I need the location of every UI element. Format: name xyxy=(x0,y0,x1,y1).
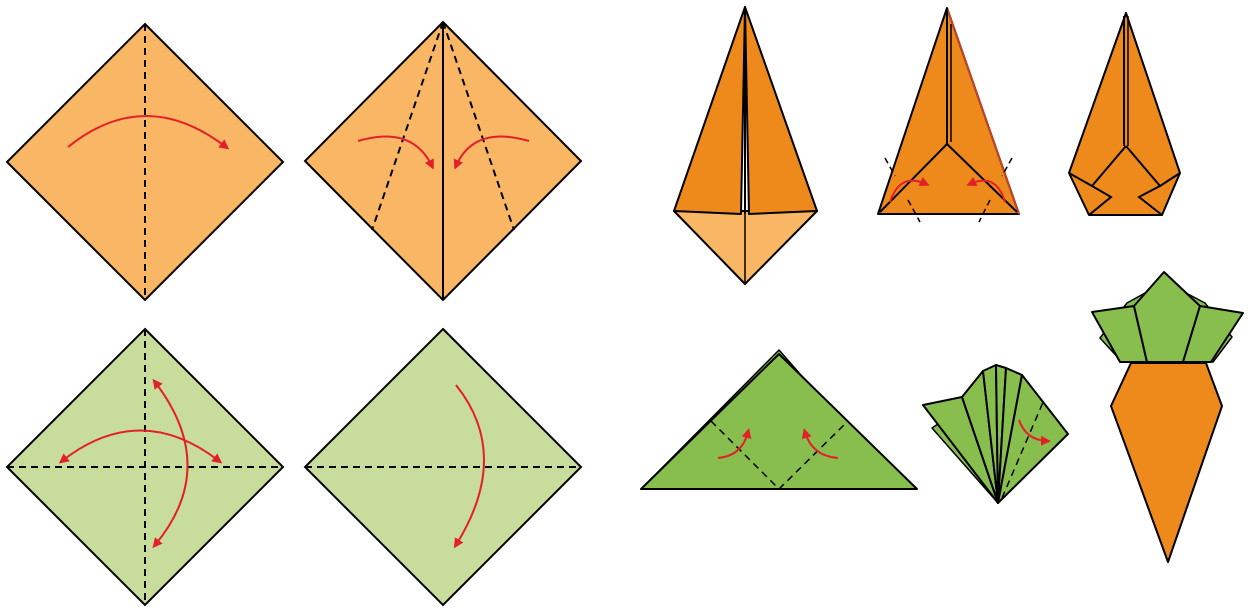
fold-arrow-left-up xyxy=(717,428,752,459)
fan-right-flap xyxy=(997,374,1069,504)
carrot-root xyxy=(1110,362,1223,563)
kite-left-flap xyxy=(673,6,746,215)
final-carrot xyxy=(1091,271,1244,563)
fold-arrow-right-flap xyxy=(1018,419,1051,446)
fold-arrow-left-to-right xyxy=(67,115,230,150)
body-inner-left-fold xyxy=(1088,145,1127,216)
leaf-right xyxy=(1182,305,1244,363)
orange-step-4 xyxy=(877,7,1020,223)
orange-step-5 xyxy=(1068,12,1181,216)
squash-fold-guide xyxy=(710,420,849,491)
triangle-right-edge-accent xyxy=(946,7,1020,215)
fold-line-right xyxy=(442,21,515,231)
body-lower-left-edge xyxy=(1068,172,1093,187)
fold-guide-left-top xyxy=(884,157,896,177)
fold-guide-right-bottom xyxy=(978,199,991,223)
kite-right-flap xyxy=(744,6,818,215)
fold-arrow-right-up xyxy=(801,428,839,459)
body-lower-right-edge xyxy=(1159,172,1181,187)
green-step-4 xyxy=(922,364,1069,504)
fold-guide-left-bottom xyxy=(907,199,921,223)
fold-arrow-vertical-both xyxy=(152,378,189,549)
fold-arrow-left-corner xyxy=(889,176,930,203)
green-step-1 xyxy=(5,327,285,607)
triangle-body xyxy=(877,7,1020,215)
fold-arrow-right-corner xyxy=(966,176,1006,203)
green-step-3 xyxy=(640,349,918,491)
fan-fold-guide xyxy=(1001,399,1045,499)
orange-step-3 xyxy=(673,6,818,285)
fold-arrow-left-inward xyxy=(357,135,434,170)
inner-roof-fold xyxy=(879,142,1018,213)
orange-step-2 xyxy=(303,20,583,302)
orange-step-1 xyxy=(5,22,285,302)
fold-arrow-right-inward xyxy=(453,135,530,170)
triangle-front-layer xyxy=(640,353,918,490)
fold-line-left xyxy=(371,21,444,231)
fold-guide-right-top xyxy=(1001,157,1013,177)
fold-arrow-top-to-bottom xyxy=(453,384,485,549)
fold-arrow-horizontal-both xyxy=(58,429,223,464)
body-inner-right-fold xyxy=(1125,145,1163,216)
green-step-2 xyxy=(303,327,583,607)
